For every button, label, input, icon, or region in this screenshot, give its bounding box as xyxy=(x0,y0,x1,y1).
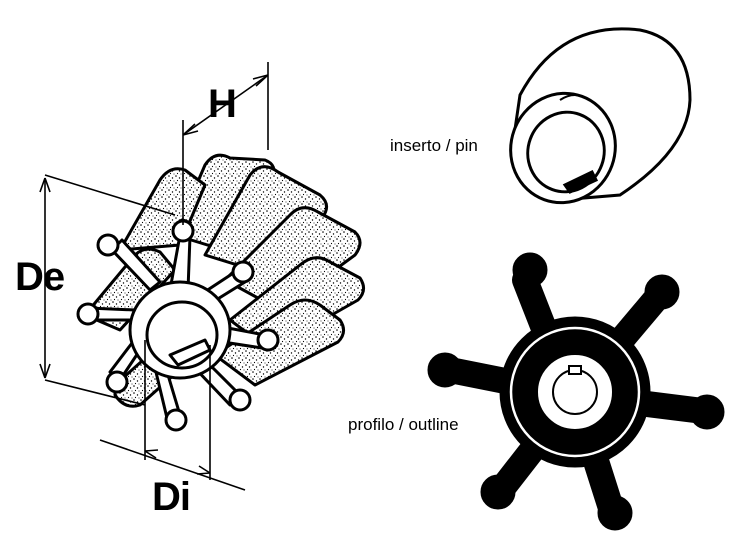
outline-profile-drawing xyxy=(427,252,725,531)
insert-bore xyxy=(526,110,606,194)
outline-bore xyxy=(552,369,598,415)
dimension-lines xyxy=(39,62,269,491)
inner-diameter-label: Di xyxy=(152,475,191,519)
insert-pin-drawing xyxy=(509,27,692,205)
outline-keyway xyxy=(568,365,582,375)
height-label: H xyxy=(208,82,237,126)
impeller-drawing xyxy=(76,153,365,432)
insert-caption: inserto / pin xyxy=(390,136,478,155)
outer-diameter-label: De xyxy=(15,255,65,299)
outline-caption: profilo / outline xyxy=(348,415,459,434)
front-blade-arms xyxy=(76,218,280,432)
outline-ring xyxy=(509,326,641,458)
insert-key xyxy=(562,170,599,194)
